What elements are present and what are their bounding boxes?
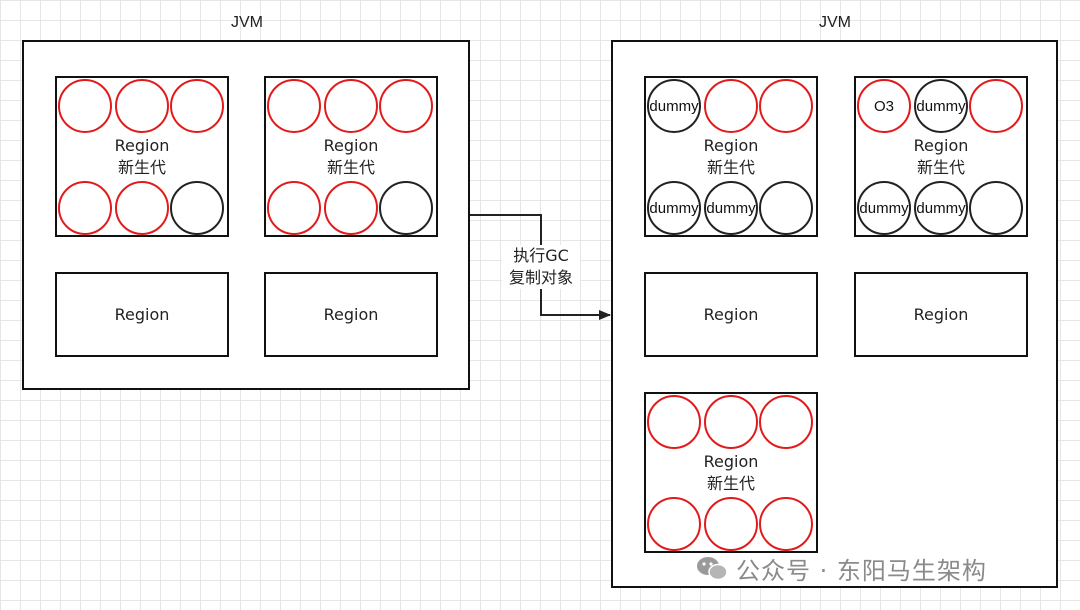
region-sublabel: 新生代 — [706, 474, 755, 493]
left-region-empty-2: Region — [264, 272, 438, 357]
left-region-empty-1: Region — [55, 272, 229, 357]
dummy-object: dummy — [914, 181, 968, 235]
wechat-icon — [697, 557, 728, 581]
region-sublabel: 新生代 — [117, 158, 166, 177]
dummy-object: dummy — [647, 79, 701, 133]
watermark: 公众号 · 东阳马生架构 — [696, 550, 987, 586]
live-object — [267, 79, 321, 133]
gc-arrow-label-line2: 复制对象 — [508, 268, 573, 287]
right-region-empty-1: Region — [644, 272, 818, 357]
region-sublabel: 新生代 — [706, 158, 755, 177]
live-object — [759, 79, 813, 133]
live-object — [324, 181, 378, 235]
region-label: Region — [703, 452, 759, 471]
region-label: Region — [114, 136, 170, 155]
live-object — [58, 181, 112, 235]
gc-arrow-label: 执行GC 复制对象 — [502, 245, 580, 289]
dead-object — [969, 181, 1023, 235]
live-object — [704, 497, 758, 551]
right-jvm-title: JVM — [819, 14, 851, 31]
region-label: Region — [703, 305, 759, 324]
o3-object: O3 — [857, 79, 911, 133]
dummy-object: dummy — [647, 181, 701, 235]
left-region-young-1: Region 新生代 — [55, 76, 229, 237]
right-region-young-target: Region 新生代 — [644, 392, 818, 553]
left-jvm-title: JVM — [231, 14, 263, 31]
region-label: Region — [323, 136, 379, 155]
dummy-object: dummy — [857, 181, 911, 235]
region-label: Region — [114, 305, 170, 324]
dead-object — [379, 181, 433, 235]
live-object — [115, 79, 169, 133]
region-label: Region — [703, 136, 759, 155]
right-region-young-1: dummy dummy dummy Region 新生代 — [644, 76, 818, 237]
live-object — [170, 79, 224, 133]
right-region-empty-2: Region — [854, 272, 1028, 357]
live-object — [115, 181, 169, 235]
left-region-young-2: Region 新生代 — [264, 76, 438, 237]
region-label: Region — [913, 305, 969, 324]
live-object — [379, 79, 433, 133]
dummy-object: dummy — [914, 79, 968, 133]
live-object — [759, 395, 813, 449]
region-label: Region — [913, 136, 969, 155]
live-object — [647, 395, 701, 449]
live-object — [647, 497, 701, 551]
live-object — [267, 181, 321, 235]
live-object — [704, 395, 758, 449]
live-object — [58, 79, 112, 133]
dead-object — [170, 181, 224, 235]
live-object — [969, 79, 1023, 133]
watermark-text: 公众号 · 东阳马生架构 — [736, 556, 987, 585]
dead-object — [759, 181, 813, 235]
live-object — [324, 79, 378, 133]
live-object — [704, 79, 758, 133]
gc-arrow-label-line1: 执行GC — [513, 246, 569, 265]
region-sublabel: 新生代 — [916, 158, 965, 177]
region-label: Region — [323, 305, 379, 324]
region-sublabel: 新生代 — [326, 158, 375, 177]
right-region-young-2: O3 dummy dummy dummy Region 新生代 — [854, 76, 1028, 237]
dummy-object: dummy — [704, 181, 758, 235]
live-object — [759, 497, 813, 551]
